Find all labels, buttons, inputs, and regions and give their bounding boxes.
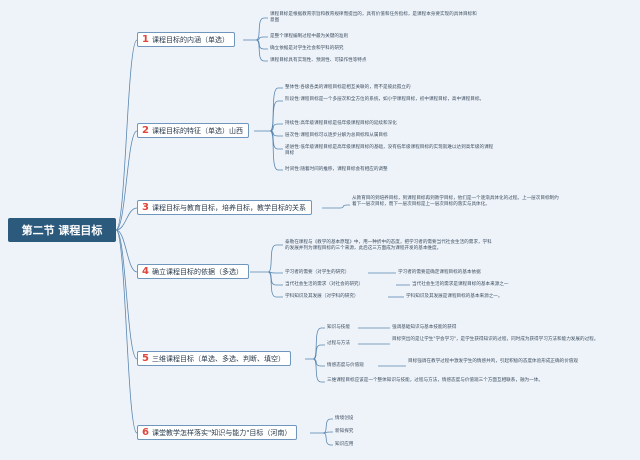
connector — [267, 271, 283, 298]
leaf-text: 新知探究 — [335, 429, 354, 434]
leaf-text: 课程目标是根据教育宗旨和教育规律而提出的，具有价值和任务指标，是课程本身要实现的… — [270, 12, 477, 24]
topic-number: 2 — [142, 125, 149, 136]
topic-title: 确立课程目标的依据（多选） — [151, 267, 243, 276]
topic-2[interactable]: 2 课程目标的特征（单选）山西 — [137, 123, 249, 138]
connector — [312, 358, 325, 383]
leaf-text: 整体性:各级各类的课程目标是相互关联的，而不是彼此孤立的 — [285, 85, 411, 90]
leaf-text: 确立依据是对学生社会和学科的研究 — [270, 46, 344, 51]
topic-title: 课程目标的特征（单选）山西 — [151, 126, 243, 135]
pair-desc: 当代社会生活的需求是课程目标的基本来源之一 — [412, 282, 509, 287]
leaf-text: 三维课程目标应该是一个整体知识与技能，过程与方法，情感态度与价值观三个方面互相联… — [327, 378, 543, 383]
connector — [269, 87, 283, 132]
topic-number: 4 — [142, 266, 149, 277]
pair-desc: 目标突出的是让学生"学会学习"，是学生获得知识的过程，同时成为获得学习方法和能力… — [392, 337, 599, 342]
connector — [115, 207, 138, 231]
leaf-text: 泰勒在课程与《教学的基本原理》中，用一种折中的态度，把学习者的需要当代社会生活的… — [285, 240, 492, 252]
connector — [322, 432, 333, 446]
pair-desc: 目标强调在教学过程中激发学生的情感共鸣，引起积极的态度体验形成正确的价值观 — [408, 359, 578, 364]
leaf-text: 课程目标具有实现性、预测性、可操作性等特点 — [270, 58, 367, 63]
leaf-text: 情境创设 — [335, 416, 354, 421]
topic-number: 5 — [142, 353, 149, 364]
connector — [115, 229, 138, 360]
connector — [255, 17, 268, 41]
connector — [115, 130, 138, 231]
topic-6[interactable]: 6 课堂教学怎样落实"知识与能力"目标（河南） — [137, 425, 298, 440]
pair-label: 情感态度与价值观 — [327, 363, 364, 368]
leaf-text: 阶段性:课程目标是一个多层次和全方位的系统，如小学课程目标，初中课程目标，高中课… — [285, 97, 485, 102]
connector — [269, 130, 283, 171]
topic-5[interactable]: 5 三维课程目标（单选、多选、判断、填空） — [137, 351, 291, 366]
topic-1[interactable]: 1 课程目标的内涵（单选） — [137, 32, 235, 47]
connector — [267, 244, 283, 273]
pair-desc: 学科知识及其发展是课程目标的基本来源之一。 — [406, 294, 503, 299]
topic-title: 课堂教学怎样落实"知识与能力"目标（河南） — [151, 428, 292, 437]
connector — [322, 418, 333, 434]
pair-desc: 学习者的需要是确定课程目标的基本依据 — [398, 270, 481, 275]
connector — [322, 431, 333, 434]
connector — [115, 229, 138, 434]
leaf-text: 持续性:高年级课程目标是低年级课程目标的延续和深化 — [285, 121, 397, 126]
topic-title: 课程目标的内涵（单选） — [151, 35, 229, 44]
leaf-text: 层次性:课程目标可以逐步分解为总目标和从属目标 — [285, 133, 388, 138]
connector — [115, 229, 138, 273]
connector — [115, 39, 138, 231]
pair-label: 学习者的需要（对学生的研究） — [285, 270, 350, 275]
topic-4[interactable]: 4 确立课程目标的依据（多选） — [137, 264, 249, 279]
leaf-text: 递进性:低年级课程目标是高年级课程目标的基础，没有低年级课程目标的实现就难以达到… — [285, 145, 494, 157]
leaf-text: 知识应用 — [335, 442, 354, 447]
connector — [312, 327, 325, 360]
topic-number: 3 — [142, 202, 149, 213]
leaf-text: 从教育目的到培养目标，到课程目标再到教学目标，他们是一个逐渐具体化的过程。上一层… — [352, 196, 559, 208]
pair-label: 当代社会生活的需求（对社会的研究） — [285, 282, 364, 287]
connector — [312, 344, 325, 360]
connector — [255, 36, 268, 41]
connector — [269, 123, 283, 132]
topic-title: 课程目标与教育目标，培养目标，教学目标的关系 — [151, 203, 306, 212]
leaf-text: 是整个课程编制过程中最为关键的准则 — [270, 34, 349, 39]
root-node[interactable]: 第二节 课程目标 — [8, 218, 116, 242]
pair-label: 知识与技能 — [327, 325, 350, 330]
topic-number: 1 — [142, 34, 149, 45]
leaf-text: 时间性:随着时间的推移，课程目标会有相应的调整 — [285, 167, 388, 172]
topic-number: 6 — [142, 427, 149, 438]
connector — [339, 204, 350, 209]
topic-3[interactable]: 3 课程目标与教育目标，培养目标，教学目标的关系 — [137, 200, 312, 215]
pair-label: 过程与方法 — [327, 341, 350, 346]
connector — [255, 39, 268, 62]
connector — [269, 100, 283, 132]
pair-label: 学科知识及其发展（对学科的研究） — [285, 294, 359, 299]
topic-title: 三维课程目标（单选、多选、判断、填空） — [151, 354, 285, 363]
pair-desc: 强调基础知识与基本技能的获得 — [392, 325, 457, 330]
